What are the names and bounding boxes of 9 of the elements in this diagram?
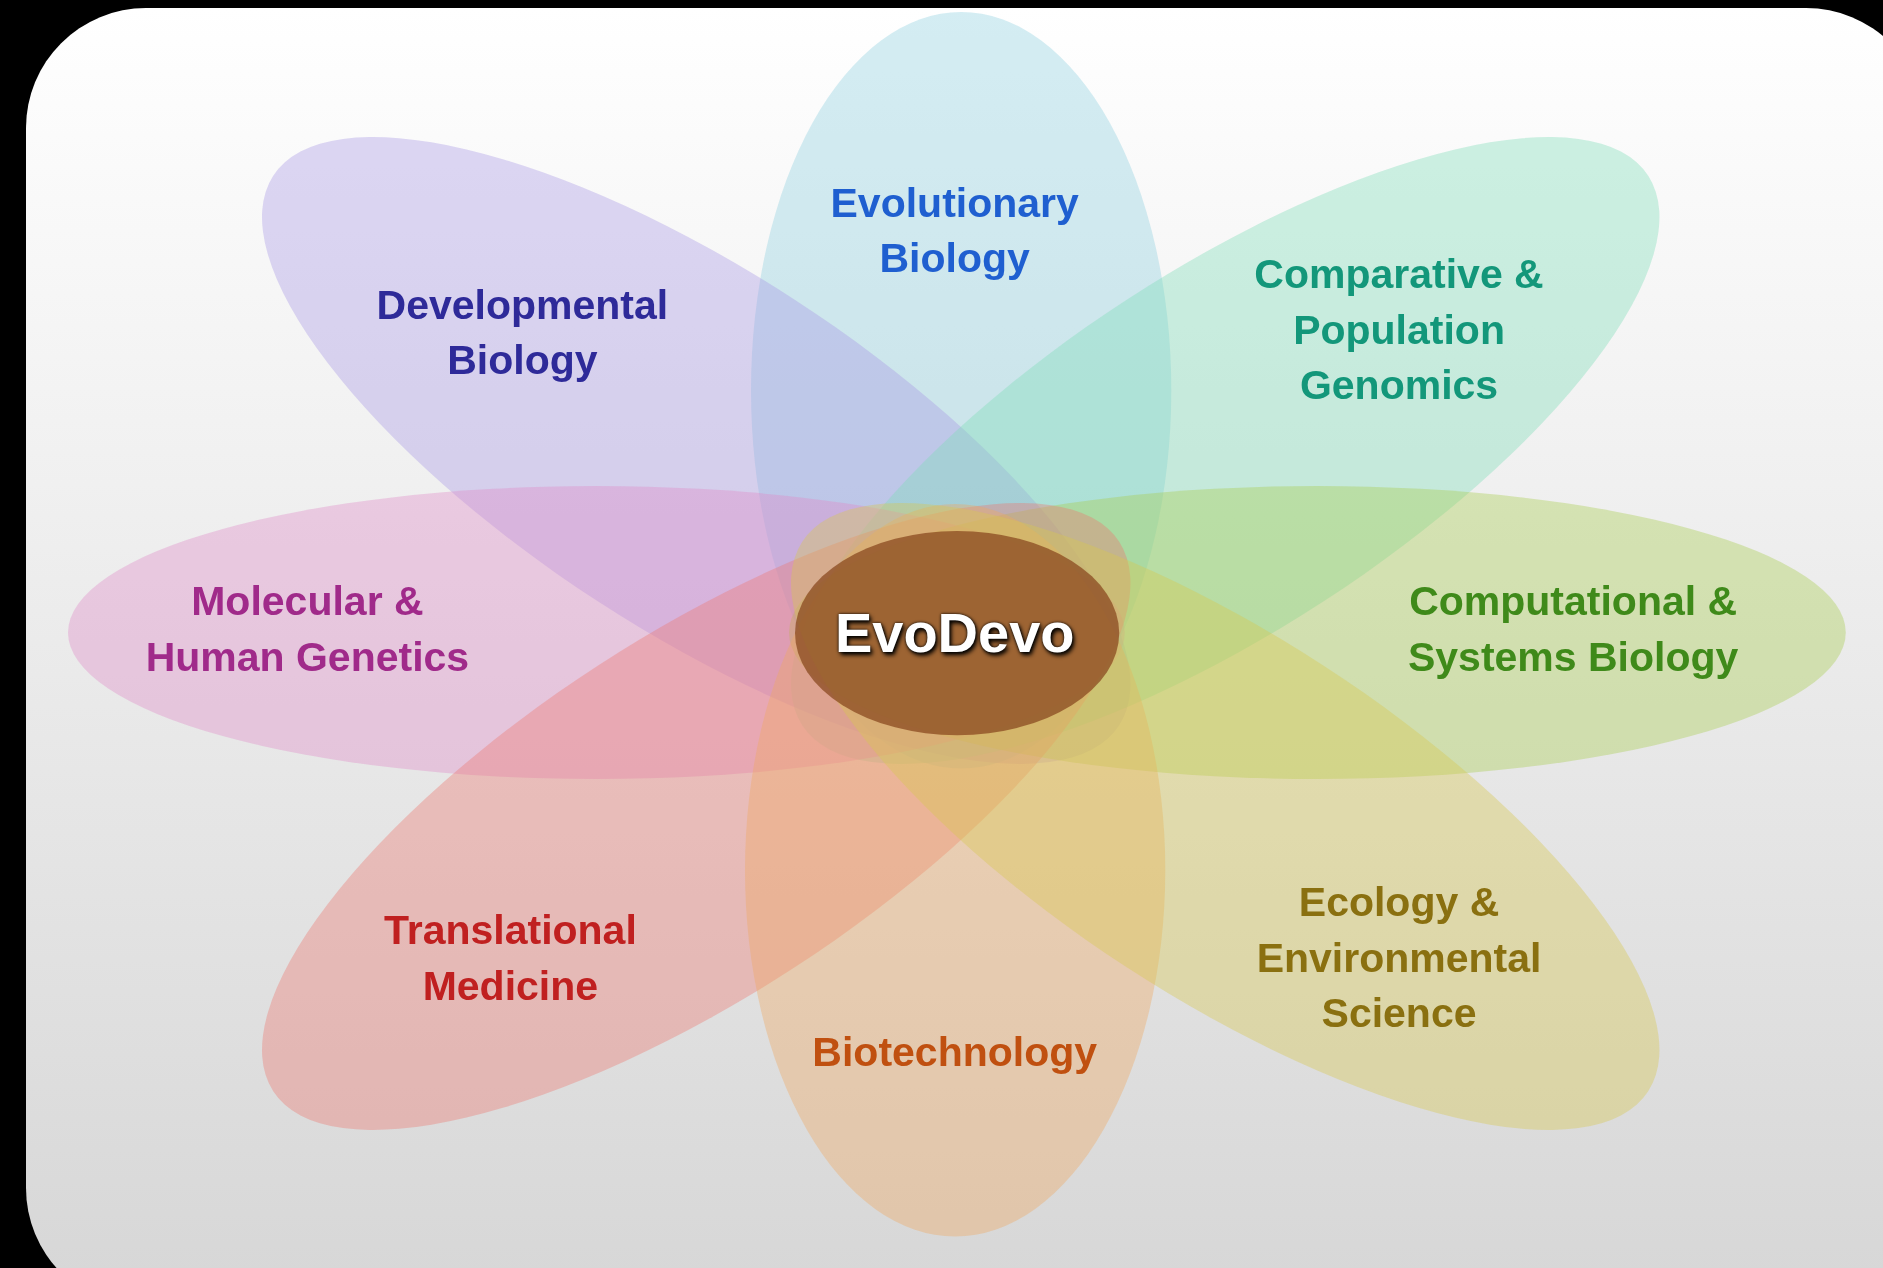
- petal-label: Developmental Biology: [375, 280, 670, 385]
- center-label: EvoDevo: [834, 600, 1075, 667]
- petal-label: Molecular & Human Genetics: [144, 576, 471, 682]
- petal-label: Evolutionary Biology: [829, 178, 1080, 283]
- petal-label: Comparative & Population Genomics: [1253, 250, 1545, 410]
- petal-label: Biotechnology: [812, 1028, 1098, 1078]
- petal-label: Ecology & Environmental Science: [1255, 878, 1543, 1038]
- petal-label: Computational & Systems Biology: [1406, 576, 1740, 682]
- petal-label: Translational Medicine: [382, 905, 638, 1011]
